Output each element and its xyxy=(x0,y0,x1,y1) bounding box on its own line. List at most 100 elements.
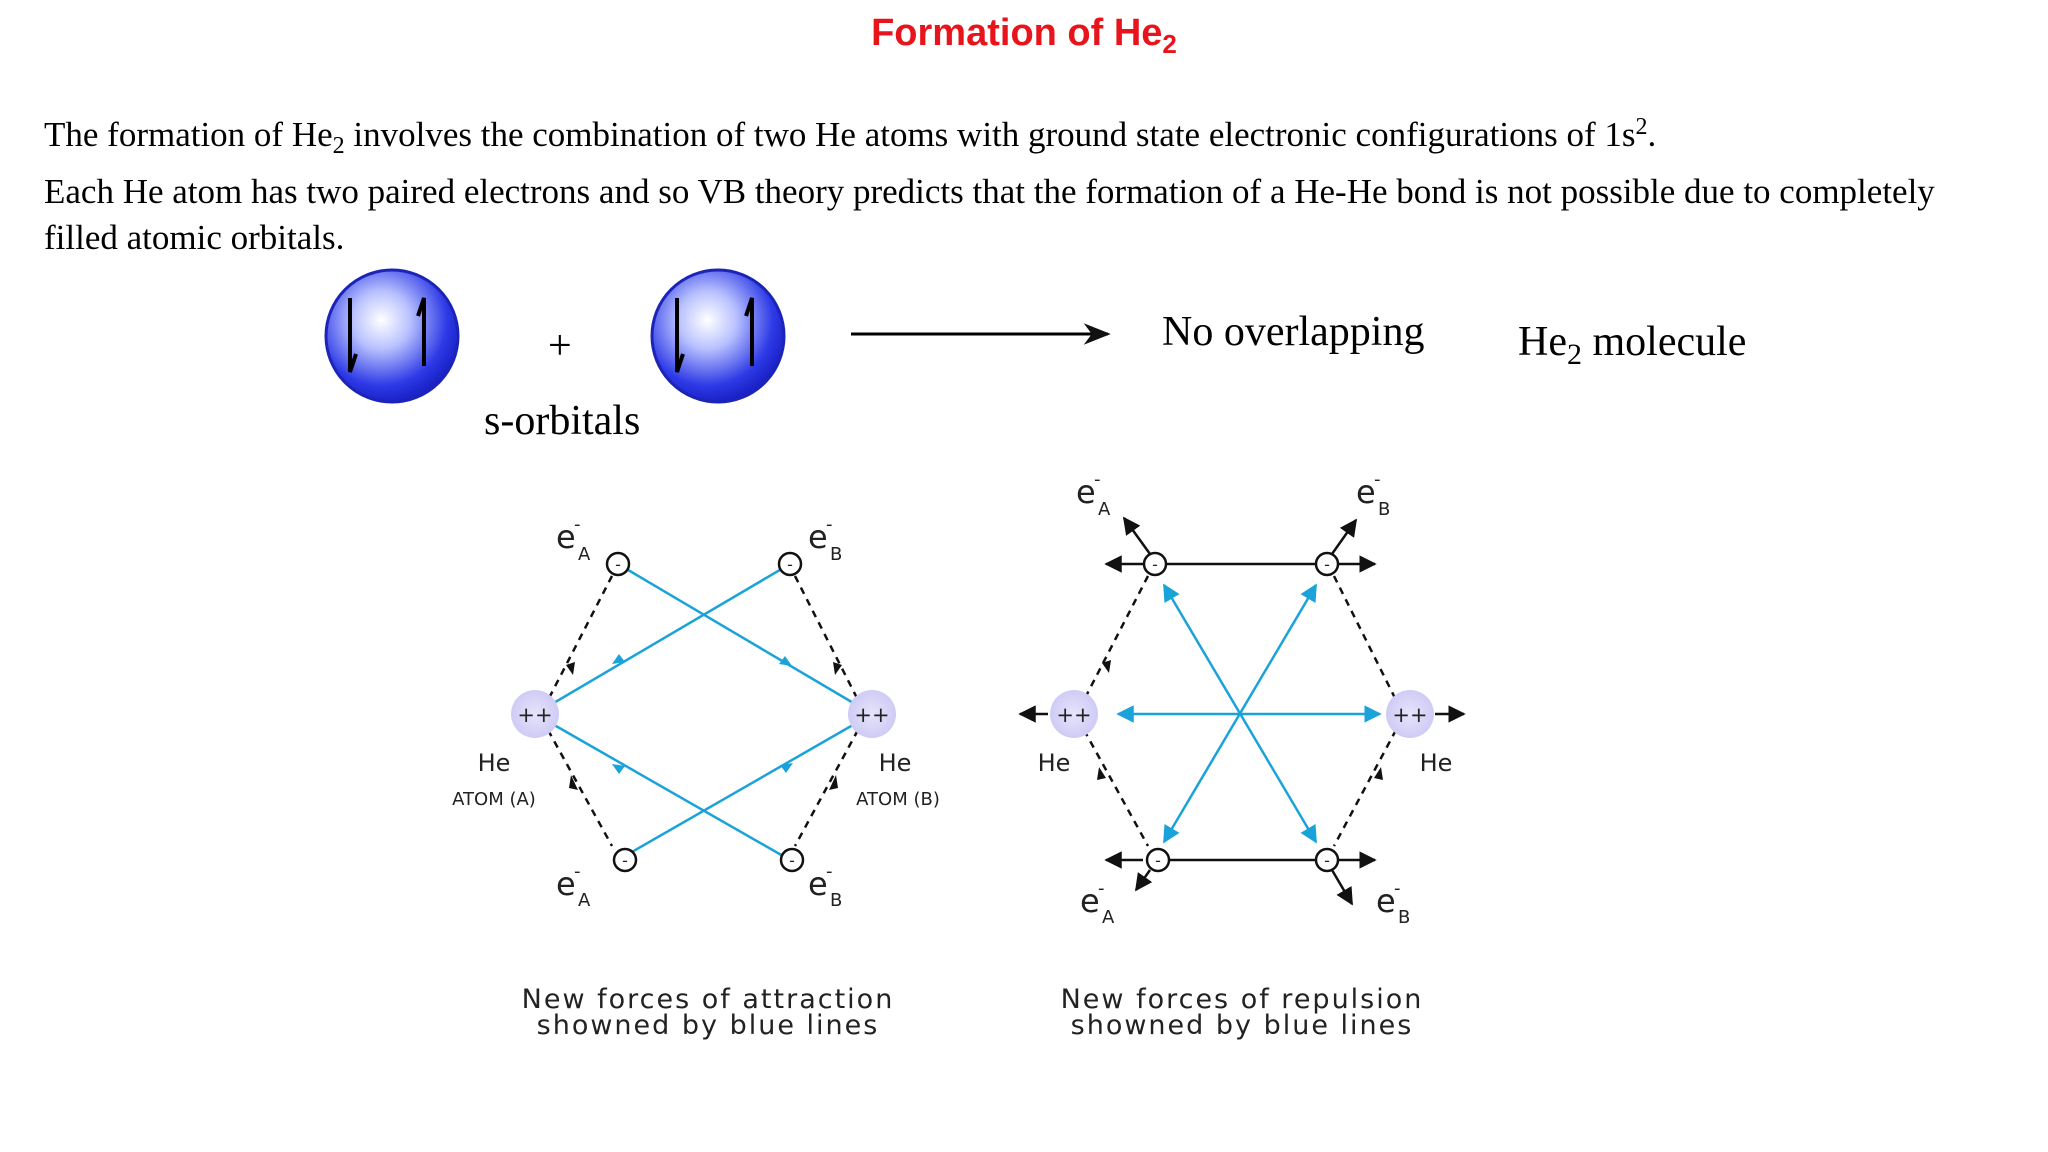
svg-text:-: - xyxy=(1094,469,1101,490)
repulsion-label-eb-bottom: e - B xyxy=(1376,878,1410,928)
attraction-dashed-arrowheads xyxy=(566,662,842,790)
repulsion-electron-b-top: - xyxy=(1314,551,1340,577)
svg-text:-: - xyxy=(574,514,581,535)
svg-text:-: - xyxy=(826,514,833,535)
svg-text:B: B xyxy=(830,890,842,911)
attraction-dashed-bonds xyxy=(546,575,860,847)
svg-text:B: B xyxy=(830,544,842,565)
s-orbital-a xyxy=(324,268,460,404)
title-subscript: 2 xyxy=(1162,29,1177,59)
line1-superscript: 2 xyxy=(1635,114,1648,140)
description-line-2: Each He atom has two paired electrons an… xyxy=(44,172,1935,257)
svg-text:e: e xyxy=(1356,473,1376,511)
svg-text:-: - xyxy=(1098,878,1105,899)
svg-text:-: - xyxy=(615,555,621,574)
svg-text:-: - xyxy=(1374,469,1381,490)
nucleus-b xyxy=(848,690,896,738)
repulsion-electron-a-top: - xyxy=(1142,551,1168,577)
no-overlapping-label: No overlapping xyxy=(1162,309,1425,355)
svg-text:e: e xyxy=(556,518,576,556)
svg-text:A: A xyxy=(1102,907,1115,928)
svg-text:-: - xyxy=(1324,555,1330,574)
repulsion-outward-arrows xyxy=(1018,516,1466,906)
molecule-symbol: He xyxy=(1518,319,1567,365)
repulsion-nucleus-b xyxy=(1386,690,1434,738)
label-eb-bottom: e - B xyxy=(808,861,842,911)
attraction-diagram: ++ ++ - - - - e - A e - B xyxy=(452,514,940,1041)
nucleus-b-charge: ++ xyxy=(854,703,889,727)
nucleus-a xyxy=(511,690,559,738)
svg-text:-: - xyxy=(1155,851,1161,870)
svg-text:B: B xyxy=(1378,499,1390,520)
repulsion-label-ea-bottom: e - A xyxy=(1080,878,1115,928)
repulsion-dashed-bonds xyxy=(1082,575,1398,847)
line1-part-c: . xyxy=(1647,115,1657,154)
molecule-word: molecule xyxy=(1581,319,1747,365)
svg-text:e: e xyxy=(1076,473,1096,511)
repulsion-nucleus-b-charge: ++ xyxy=(1392,703,1427,727)
repulsion-nucleus-a xyxy=(1050,690,1098,738)
svg-text:A: A xyxy=(578,890,591,911)
svg-text:e: e xyxy=(1376,882,1396,920)
label-ea-top: e - A xyxy=(556,514,591,565)
atom-a-tag: ATOM (A) xyxy=(452,789,536,810)
svg-text:-: - xyxy=(1152,555,1158,574)
svg-text:e: e xyxy=(808,518,828,556)
repulsion-label-ea-top: e - A xyxy=(1076,469,1111,520)
svg-text:A: A xyxy=(578,544,591,565)
spin-up-arrow-icon xyxy=(416,297,426,366)
attraction-caption-line-1: New forces of attraction xyxy=(522,984,895,1015)
svg-text:e: e xyxy=(1080,882,1100,920)
electron-a-bottom: - xyxy=(612,847,638,873)
repulsion-caption-line-1: New forces of repulsion xyxy=(1061,984,1424,1015)
atom-a-name: He xyxy=(478,749,511,777)
repulsion-electron-a-bottom: - xyxy=(1145,847,1171,873)
spin-down-arrow-icon xyxy=(675,298,685,373)
repulsion-label-eb-top: e - B xyxy=(1356,469,1390,520)
repulsion-diagram: ++ ++ - - - - e - A e - B xyxy=(1018,469,1466,1041)
svg-text:B: B xyxy=(1398,907,1410,928)
repulsion-caption-line-2: showned by blue lines xyxy=(1071,1010,1414,1041)
svg-text:e: e xyxy=(808,865,828,903)
svg-text:A: A xyxy=(1098,499,1111,520)
title-text: Formation of He xyxy=(871,12,1163,54)
line1-part-a: The formation of He xyxy=(44,115,333,154)
attraction-force-lines xyxy=(534,562,873,862)
nucleus-a-charge: ++ xyxy=(517,703,552,727)
he2-molecule-label: He2 molecule xyxy=(1518,318,1746,372)
repulsion-electron-b-bottom: - xyxy=(1314,847,1340,873)
spin-up-arrow-icon xyxy=(744,297,754,366)
label-ea-bottom: e - A xyxy=(556,861,591,911)
atom-b-tag: ATOM (B) xyxy=(856,789,940,810)
svg-text:-: - xyxy=(622,851,628,870)
repulsion-force-lines xyxy=(1116,583,1382,844)
electron-b-bottom: - xyxy=(779,847,805,873)
repulsion-atom-b-name: He xyxy=(1420,749,1453,777)
description-paragraph: The formation of He2 involves the combin… xyxy=(44,112,2004,261)
s-orbitals-label: s-orbitals xyxy=(484,398,641,444)
molecule-subscript: 2 xyxy=(1566,338,1582,371)
repulsion-nucleus-a-charge: ++ xyxy=(1056,703,1091,727)
svg-text:-: - xyxy=(789,851,795,870)
repulsion-solid-lines xyxy=(1155,562,1327,862)
page-title: Formation of He2 xyxy=(0,12,2048,60)
s-orbital-b xyxy=(650,268,786,404)
svg-text:e: e xyxy=(556,865,576,903)
svg-text:-: - xyxy=(1394,878,1401,899)
description-line-1: The formation of He2 involves the combin… xyxy=(44,112,2004,169)
svg-text:-: - xyxy=(574,861,581,882)
line1-subscript: 2 xyxy=(332,133,345,159)
svg-text:-: - xyxy=(1324,851,1330,870)
attraction-caption-line-2: showned by blue lines xyxy=(537,1010,880,1041)
repulsion-atom-a-name: He xyxy=(1038,749,1071,777)
attraction-arrowheads xyxy=(612,654,793,774)
electron-b-top: - xyxy=(777,551,803,577)
spin-down-arrow-icon xyxy=(348,298,358,373)
plus-sign: + xyxy=(548,323,572,369)
label-eb-top: e - B xyxy=(808,514,842,565)
line1-part-b: involves the combination of two He atoms… xyxy=(344,115,1636,154)
svg-text:-: - xyxy=(826,861,833,882)
electron-a-top: - xyxy=(605,551,631,577)
atom-b-name: He xyxy=(879,749,912,777)
